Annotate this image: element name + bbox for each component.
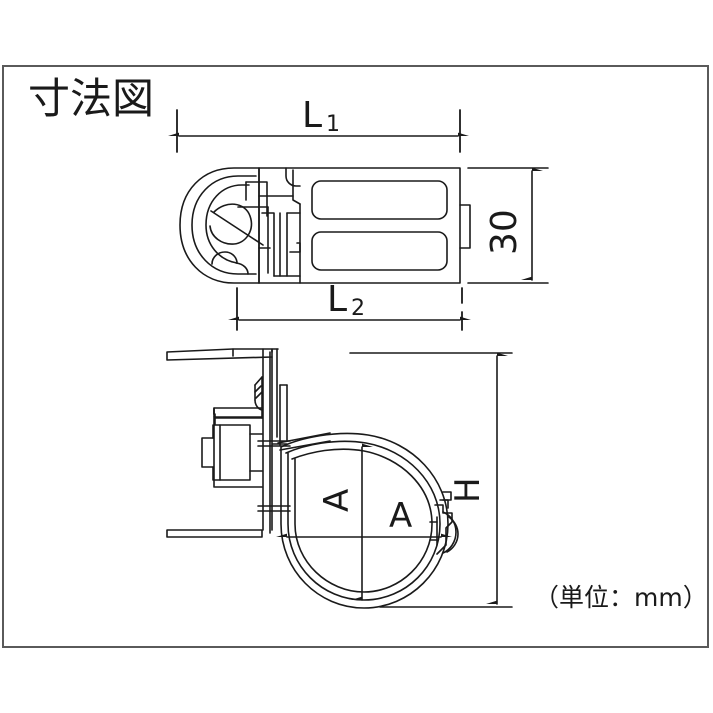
page-title: 寸法図 bbox=[28, 74, 155, 123]
drawing-frame bbox=[2, 65, 709, 648]
unit-note: （単位：mm） bbox=[534, 583, 708, 612]
